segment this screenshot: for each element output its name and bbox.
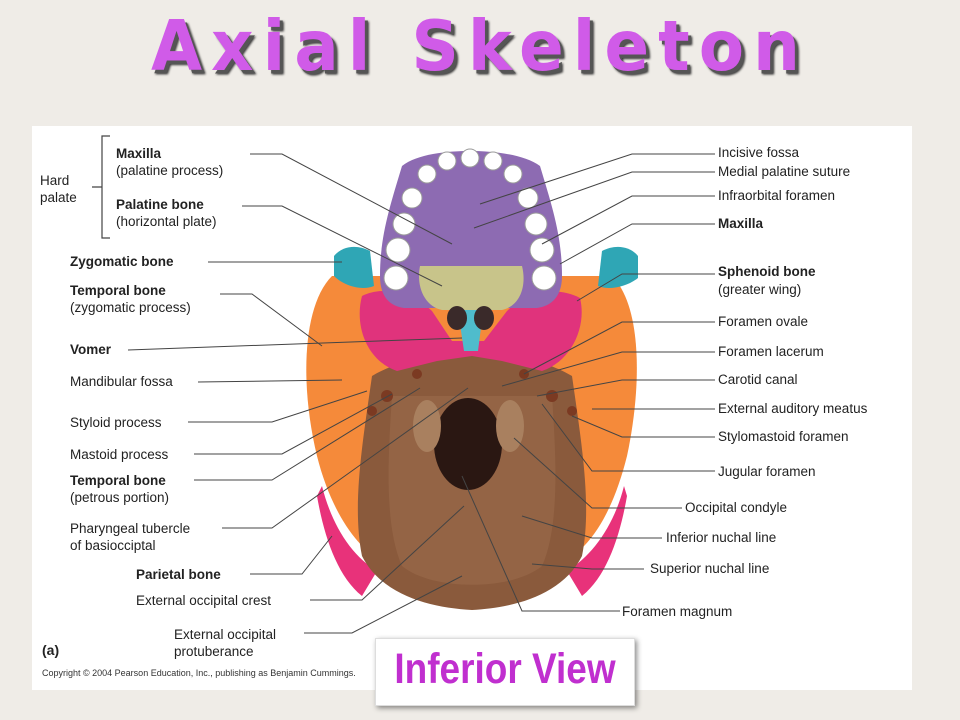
choana-left [447, 306, 467, 330]
label-incisive-fossa: Incisive fossa [718, 145, 800, 160]
copyright-notice: Copyright © 2004 Pearson Education, Inc.… [42, 668, 356, 678]
label-external-occipital-prot-2: protuberance [174, 644, 254, 659]
label-mastoid-process: Mastoid process [70, 447, 169, 462]
sphenoid-bone-shape [359, 291, 582, 371]
parietal-bone-left-shape [317, 486, 377, 596]
view-label: Inferior View [394, 645, 616, 693]
occipital-condyle-right [496, 400, 524, 452]
label-zygomatic-bone: Zygomatic bone [70, 254, 174, 269]
leader-lines-left [127, 153, 469, 634]
label-jugular-foramen: Jugular foramen [718, 464, 816, 479]
label-palatine-bone: Palatine bone [116, 197, 204, 212]
label-mandibular-fossa: Mandibular fossa [70, 374, 173, 389]
view-label-box: Inferior View [375, 638, 635, 706]
label-temporal-bone-pet-sub: (petrous portion) [70, 490, 170, 505]
label-parietal-bone: Parietal bone [136, 567, 221, 582]
label-styloid-process: Styloid process [70, 415, 162, 430]
label-vomer: Vomer [70, 342, 112, 357]
occipital-condyle-left [413, 400, 441, 452]
skull-illustration [92, 135, 715, 634]
teeth [383, 148, 557, 291]
label-temporal-bone-zyg-sub: (zygomatic process) [70, 300, 191, 315]
label-maxilla-left-sub: (palatine process) [116, 163, 224, 178]
hard-palate-bracket [92, 135, 110, 239]
label-superior-nuchal-line: Superior nuchal line [650, 561, 770, 576]
page-title: Axial Skeleton [150, 6, 810, 87]
choana-right [474, 306, 494, 330]
label-pharyngeal-tubercle-1: Pharyngeal tubercle [70, 521, 191, 536]
label-infraorbital-foramen: Infraorbital foramen [718, 188, 836, 203]
label-foramen-magnum: Foramen magnum [622, 604, 733, 619]
label-medial-palatine-suture: Medial palatine suture [718, 164, 851, 179]
skull-diagram-panel: Hard palate Maxilla (palatine process) P… [32, 126, 912, 690]
label-sphenoid-bone-sub: (greater wing) [718, 282, 802, 297]
label-stylomastoid-foramen: Stylomastoid foramen [718, 429, 849, 444]
label-external-auditory-meatus: External auditory meatus [718, 401, 868, 416]
label-external-occipital-crest: External occipital crest [136, 593, 272, 608]
label-inferior-nuchal-line: Inferior nuchal line [666, 530, 777, 545]
label-palatine-bone-sub: (horizontal plate) [116, 214, 217, 229]
label-carotid-canal: Carotid canal [718, 372, 798, 387]
label-hard-palate-2: palate [40, 190, 77, 205]
zygomatic-bone-left-shape [334, 246, 374, 288]
foramina-dots [367, 369, 577, 416]
label-temporal-bone-pet: Temporal bone [70, 473, 166, 488]
label-maxilla-left: Maxilla [116, 146, 162, 161]
leader-lines-right [461, 153, 715, 612]
label-external-occipital-prot-1: External occipital [174, 627, 277, 642]
foramen-magnum-shape [434, 398, 502, 490]
label-sphenoid-bone: Sphenoid bone [718, 264, 816, 279]
label-occipital-condyle: Occipital condyle [685, 500, 788, 515]
zygomatic-bone-right-shape [598, 246, 638, 289]
label-hard-palate-1: Hard [40, 173, 70, 188]
figure-letter: (a) [42, 642, 60, 658]
label-pharyngeal-tubercle-2: of basiocciptal [70, 538, 156, 553]
label-maxilla-right: Maxilla [718, 216, 764, 231]
label-foramen-lacerum: Foramen lacerum [718, 344, 824, 359]
palatine-bone-shape [418, 266, 524, 310]
label-temporal-bone-zyg: Temporal bone [70, 283, 166, 298]
label-foramen-ovale: Foramen ovale [718, 314, 809, 329]
